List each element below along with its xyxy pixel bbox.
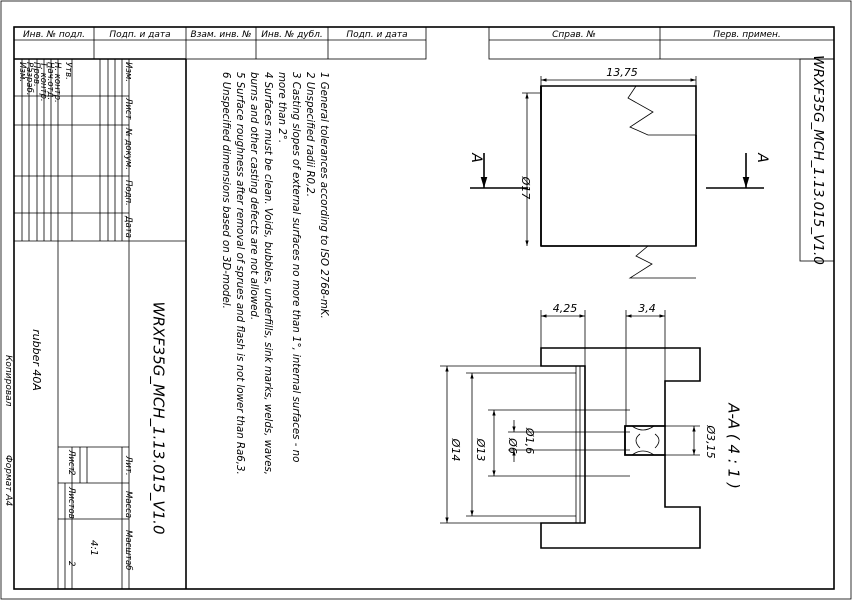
role-utv: Утв. [63, 62, 73, 80]
role-nach-otd: Нач.отд. [45, 62, 55, 100]
code-box-text: WRXF35G_MCH_1.13.015_V1.0 [810, 55, 826, 265]
note-4-cont: burns and other casting defects are not … [248, 72, 259, 320]
sheets-value: 2 [66, 561, 76, 566]
note-1: 1 General tolerances according to ISO 27… [318, 72, 329, 319]
stamp-field-perv-primen: Перв. примен. [713, 30, 781, 40]
note-3-cont: more than 2°. [276, 72, 287, 143]
stamp-field-podp-data: Подп. и дата [109, 30, 170, 40]
top-stamp: Инв. № подл. Подп. и дата Взам. инв. № И… [13, 26, 835, 60]
scale-value: 4:1 [88, 540, 99, 556]
rev-header-list: Лист [123, 97, 133, 121]
note-6: 6 Unspecified dimensions based on 3D-mod… [220, 72, 231, 309]
section-mark-right: A [754, 152, 770, 163]
rev-header-dokum: № докум. [123, 127, 133, 170]
rev-header-podp: Подп. [123, 180, 133, 206]
note-2: 2 Unspecified radii R0,2. [304, 72, 315, 197]
lit-label: Лит. [123, 455, 133, 476]
stamp-field-podp-data-2: Подп. и дата [346, 30, 407, 40]
dim-3-4: 3,4 [638, 302, 656, 315]
role-prov: Пров. [31, 62, 41, 87]
section-view: 4,25 3,4 Ø14 Ø13 Ø6 Ø1,6 Ø3,15 A-A [440, 302, 743, 549]
dim-length: 13,75 [606, 66, 638, 79]
role-n-kontr: Н. контр. [52, 62, 62, 103]
note-4: 4 Surfaces must be clean. Voids, bubbles… [262, 72, 273, 475]
title-block: Изм. Разраб. Пров. Т. контр. Нач.отд. Н.… [14, 58, 187, 589]
note-3: 3 Casting slopes of external surfaces no… [290, 72, 301, 462]
section-body [540, 347, 701, 549]
scale-label: Масштаб [123, 530, 133, 570]
designation: WRXF35G_MCH_1.13.015_V1.0 [149, 302, 168, 535]
technical-notes: 1 General tolerances according to ISO 27… [220, 72, 329, 475]
mass-label: Масса [123, 491, 133, 518]
section-title: A-A ( 4 : 1 ) [725, 402, 743, 489]
role-t-kontr: Т. контр. [38, 62, 48, 102]
role-izm: Изм. [17, 62, 27, 82]
role-razrab: Разраб. [24, 62, 34, 95]
dim-diameter-3-15: Ø3,15 [704, 424, 717, 458]
dim-diameter-1-6: Ø1,6 [523, 427, 536, 454]
section-mark-left: A [468, 152, 484, 163]
stamp-field-inv-dubl: Инв. № дубл. [261, 30, 323, 40]
sheets-label: Листов [66, 486, 76, 519]
code-box: WRXF35G_MCH_1.13.015_V1.0 [799, 55, 835, 265]
rev-header-izm: Изм. [123, 62, 133, 82]
sheet-value: 2 [66, 470, 76, 475]
top-view: 13,75 Ø17 A A [468, 66, 770, 279]
dim-4-25: 4,25 [553, 302, 578, 315]
copied-label: Копировал [3, 355, 13, 407]
dim-diameter-14: Ø14 [449, 438, 462, 462]
dim-diameter-13: Ø13 [474, 438, 487, 462]
format-label: Формат A4 [3, 455, 13, 507]
stamp-field-vzam-inv: Взам. инв. № [190, 30, 251, 40]
stamp-field-inv-podl: Инв. № подл. [23, 30, 85, 40]
drawing-frame [13, 26, 835, 590]
stamp-field-sprav: Справ. № [552, 30, 596, 40]
note-5: 5 Surface roughness after removal of spr… [234, 72, 245, 475]
sheet-label: Лист [66, 449, 76, 473]
material: rubber 40A [30, 329, 43, 391]
rev-header-data: Дата [123, 215, 133, 238]
dim-diameter-6: Ø6 [506, 437, 519, 454]
